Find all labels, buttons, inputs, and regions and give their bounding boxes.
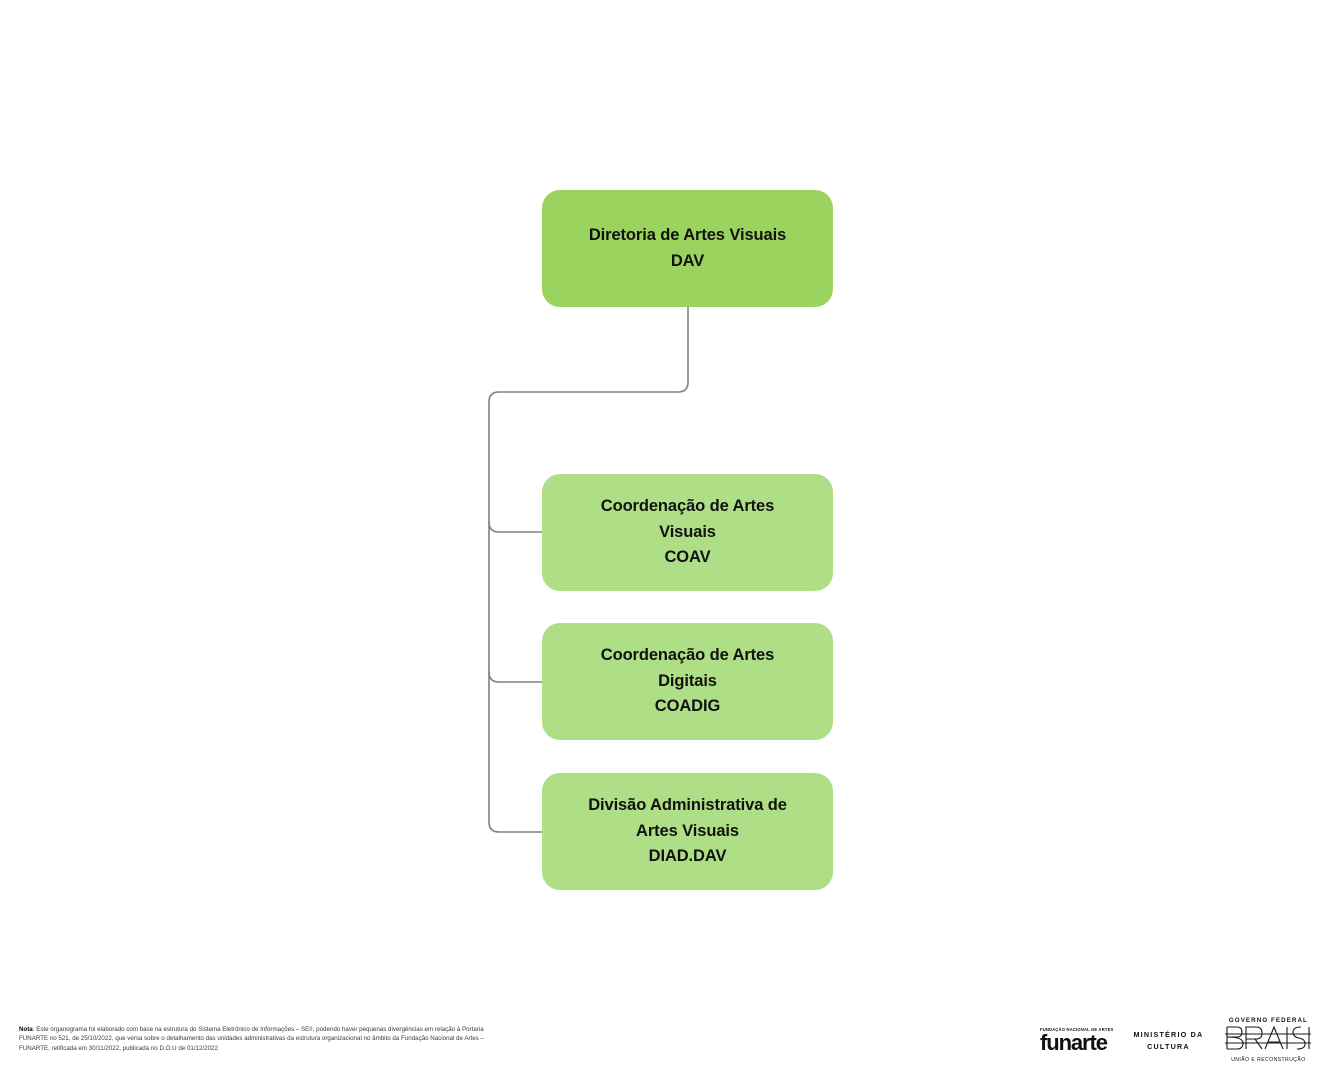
brasil-wordmark-icon [1225, 1025, 1312, 1056]
org-node-dav-label: Diretoria de Artes Visuais DAV [588, 226, 787, 270]
org-node-diaddav-label: Divisão Administrativa de Artes Visuais … [588, 796, 787, 866]
org-node-coav-label: Coordenação de Artes Visuais COAV [600, 497, 775, 567]
org-node-dav[interactable]: Diretoria de Artes Visuais DAV [542, 190, 833, 307]
funarte-logo-tagline: FUNDAÇÃO NACIONAL DE ARTES [1040, 1026, 1114, 1032]
footnote-label: Nota [19, 1026, 33, 1033]
footer-logos: FUNDAÇÃO NACIONAL DE ARTES funarte MINIS… [1040, 1012, 1312, 1068]
funarte-logo: FUNDAÇÃO NACIONAL DE ARTES funarte [1040, 1027, 1114, 1054]
governo-federal-logo: GOVERNO FEDERAL [1225, 1017, 1312, 1063]
governo-logo-top-line: GOVERNO FEDERAL [1228, 1017, 1308, 1024]
ministerio-logo-line2: CULTURA [1147, 1041, 1190, 1051]
footnote: Nota: Este organograma foi elaborado com… [19, 1025, 489, 1053]
governo-logo-bottom-line: UNIÃO E RECONSTRUÇÃO [1231, 1057, 1306, 1063]
org-node-diaddav[interactable]: Divisão Administrativa de Artes Visuais … [542, 773, 833, 890]
footnote-text: : Este organograma foi elaborado com bas… [19, 1026, 484, 1052]
ministerio-logo-line1: MINISTÉRIO DA [1133, 1029, 1204, 1039]
org-node-coadig[interactable]: Coordenação de Artes Digitais COADIG [542, 623, 833, 740]
org-node-coav[interactable]: Coordenação de Artes Visuais COAV [542, 474, 833, 591]
ministerio-da-cultura-logo: MINISTÉRIO DA CULTURA [1134, 1030, 1204, 1051]
org-node-coadig-label: Coordenação de Artes Digitais COADIG [600, 646, 775, 716]
funarte-logo-wordmark: funarte [1040, 1029, 1108, 1055]
